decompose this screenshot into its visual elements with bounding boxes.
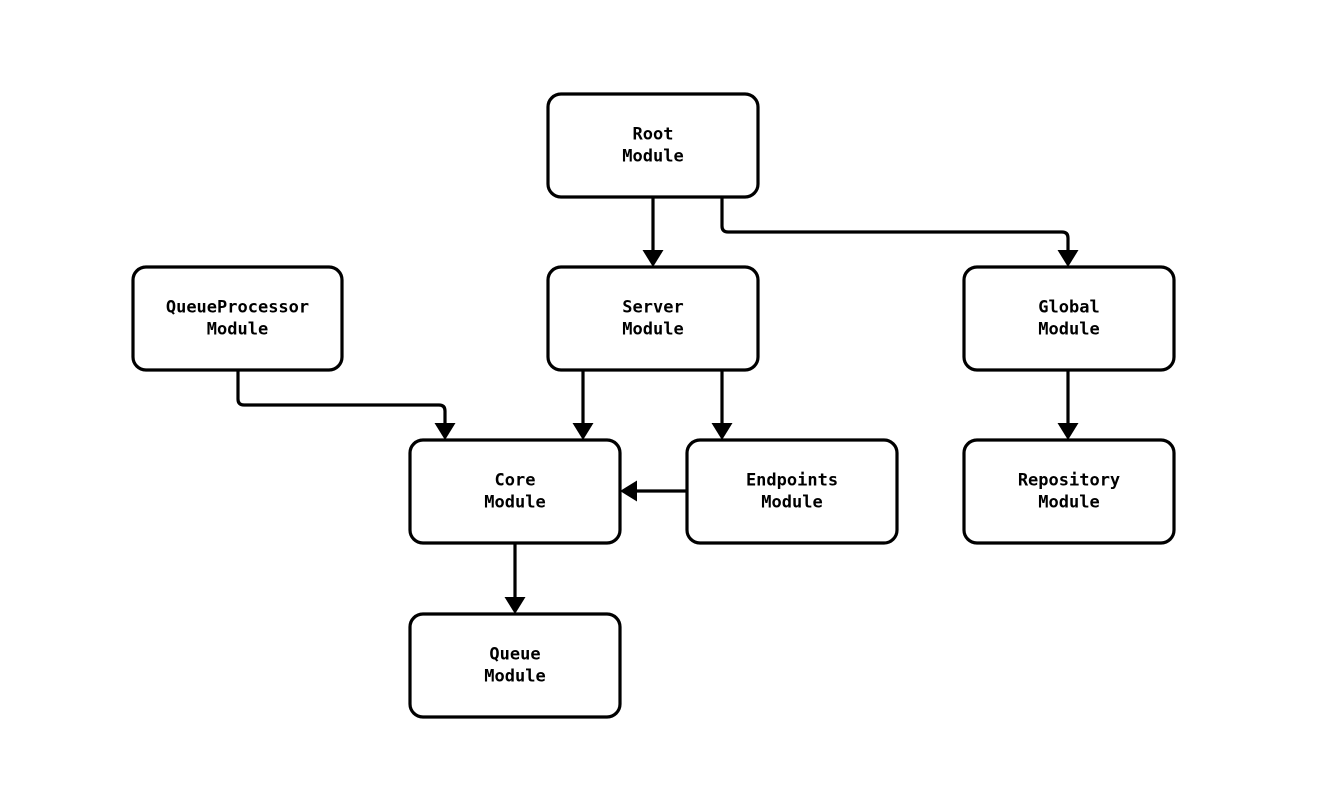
edges-layer (236, 197, 1079, 614)
queueprocessor-module-node-label-line2: Module (207, 320, 268, 340)
endpoints-module-node-box[interactable] (685, 438, 899, 545)
root-module-node-box[interactable] (546, 92, 760, 199)
global-module-node-label-line2: Module (1038, 320, 1099, 340)
edge-endpoints-to-core (620, 480, 687, 502)
queue-module-node-label-line2: Module (484, 667, 545, 687)
edge-queueprocessor-to-core-line (236, 370, 447, 423)
global-module-node-label-line1: Global (1038, 298, 1099, 318)
edge-root-to-global-line (720, 197, 1070, 250)
edge-root-to-server-arrowhead (642, 250, 664, 267)
core-module-node-box[interactable] (408, 438, 622, 545)
global-module-node-box[interactable] (962, 265, 1176, 372)
edge-queueprocessor-to-core (236, 370, 456, 440)
queueprocessor-module-node-label-line1: QueueProcessor (166, 298, 309, 318)
root-module-node-label-line2: Module (622, 147, 683, 167)
edge-global-to-repository-arrowhead (1057, 423, 1079, 440)
edge-global-to-repository (1057, 370, 1079, 440)
endpoints-module-node-label-line1: Endpoints (746, 471, 838, 491)
root-module-node-label-line1: Root (633, 125, 674, 145)
edge-core-to-queue-arrowhead (504, 597, 526, 614)
repository-module-node-box[interactable] (962, 438, 1176, 545)
queue-module-node-label-line1: Queue (489, 645, 540, 665)
edge-server-to-endpoints (711, 370, 733, 440)
core-module-node-label-line1: Core (495, 471, 536, 491)
edge-root-to-server (642, 197, 664, 267)
edge-root-to-global (720, 197, 1079, 267)
endpoints-module-node-label-line2: Module (761, 493, 822, 513)
edge-endpoints-to-core-arrowhead (620, 480, 637, 502)
server-module-node-label-line2: Module (622, 320, 683, 340)
queueprocessor-module-node-box[interactable] (131, 265, 344, 372)
edge-queueprocessor-to-core-arrowhead (434, 423, 456, 440)
edge-core-to-queue (504, 543, 526, 614)
edge-server-to-core-arrowhead (572, 423, 594, 440)
server-module-node-label-line1: Server (622, 298, 683, 318)
edge-root-to-global-arrowhead (1057, 250, 1079, 267)
edge-server-to-core (572, 370, 594, 440)
repository-module-node-label-line1: Repository (1018, 471, 1120, 491)
server-module-node-box[interactable] (546, 265, 760, 372)
core-module-node-label-line2: Module (484, 493, 545, 513)
queue-module-node-box[interactable] (408, 612, 622, 719)
nodes-layer: RootModuleQueueProcessorModuleServerModu… (131, 92, 1176, 719)
edge-server-to-endpoints-arrowhead (711, 423, 733, 440)
repository-module-node-label-line2: Module (1038, 493, 1099, 513)
